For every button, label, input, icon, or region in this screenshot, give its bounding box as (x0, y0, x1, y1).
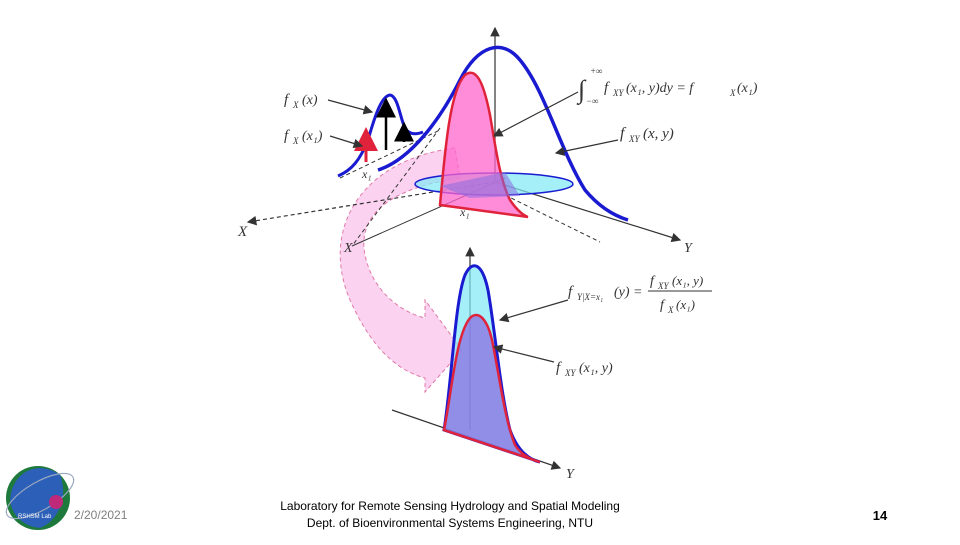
svg-text:XY: XY (612, 88, 624, 98)
svg-text:f: f (650, 274, 656, 289)
x-axis-label: X (237, 224, 248, 240)
x1-marginal-label: x₁ (361, 167, 372, 181)
footer-lab-info: Laboratory for Remote Sensing Hydrology … (240, 498, 660, 532)
pointer-fx-x1 (329, 135, 364, 149)
svg-text:XY: XY (657, 281, 669, 291)
svg-text:f: f (284, 92, 290, 108)
pointer-fxy (554, 139, 619, 156)
joint-slice-fill (438, 71, 529, 219)
svg-text:(x₁): (x₁) (302, 129, 323, 144)
svg-text:XY: XY (628, 134, 640, 144)
svg-text:(x₁, y): (x₁, y) (579, 361, 613, 376)
svg-text:X: X (729, 88, 736, 98)
svg-text:−∞: −∞ (586, 96, 599, 106)
svg-text:(x₁, y)dy = f: (x₁, y)dy = f (626, 81, 695, 96)
svg-text:f: f (604, 80, 610, 96)
label-fx-x: f X (x) (284, 92, 318, 110)
svg-text:(x₁): (x₁) (737, 81, 758, 96)
label-fx-x1: f X (x₁) (284, 128, 323, 146)
svg-text:f: f (660, 298, 666, 313)
lab-logo: RSHSM Lab (5, 466, 75, 530)
pointer-slice (492, 344, 555, 363)
slice-shadow (440, 172, 520, 198)
y-dash-line (504, 194, 601, 243)
lab-name: Laboratory for Remote Sensing Hydrology … (280, 499, 620, 513)
y-axis-label: Y (684, 241, 694, 256)
svg-text:+∞: +∞ (590, 66, 603, 76)
logo-text: RSHSM Lab (18, 514, 52, 520)
x1-line (351, 127, 441, 247)
svg-text:(x, y): (x, y) (643, 126, 674, 142)
svg-text:XY: XY (564, 368, 576, 378)
svg-text:(x): (x) (302, 93, 318, 108)
page-number: 14 (872, 508, 888, 523)
svg-text:f: f (556, 360, 562, 376)
svg-text:f: f (620, 125, 627, 142)
x-axis-label-2: X (343, 241, 353, 256)
svg-text:X: X (292, 100, 299, 110)
integral-equation: ∫ +∞ −∞ f XY (x₁, y)dy = f X (x₁) (576, 66, 758, 106)
footer-date: 2/20/2021 (74, 508, 128, 522)
transfer-arrow (339, 147, 463, 394)
department-name: Dept. of Bioenvironmental Systems Engine… (306, 516, 594, 530)
svg-text:∫: ∫ (576, 75, 587, 105)
joint-density-curve (377, 45, 629, 222)
lower-y-axis-label: Y (566, 467, 576, 482)
svg-text:f: f (284, 128, 290, 144)
pointer-integral (492, 91, 579, 137)
conditional-equation: f Y|X=x₁ (y) = f XY (x₁, y) f X (x₁) (568, 273, 712, 315)
svg-text:Y|X=x₁: Y|X=x₁ (577, 292, 603, 302)
svg-text:f: f (568, 284, 574, 300)
x1-joint-label: x₁ (459, 205, 470, 219)
pointer-conditional (498, 299, 569, 323)
svg-text:(y) =: (y) = (614, 285, 643, 300)
svg-text:(x₁, y): (x₁, y) (672, 273, 703, 288)
svg-text:X: X (292, 136, 299, 146)
svg-text:(x₁): (x₁) (676, 297, 695, 312)
pointer-fx-x (327, 99, 374, 115)
label-slice: f XY (x₁, y) (556, 360, 613, 378)
svg-text:X: X (667, 305, 674, 315)
label-fxy: f XY (x, y) (620, 125, 674, 144)
